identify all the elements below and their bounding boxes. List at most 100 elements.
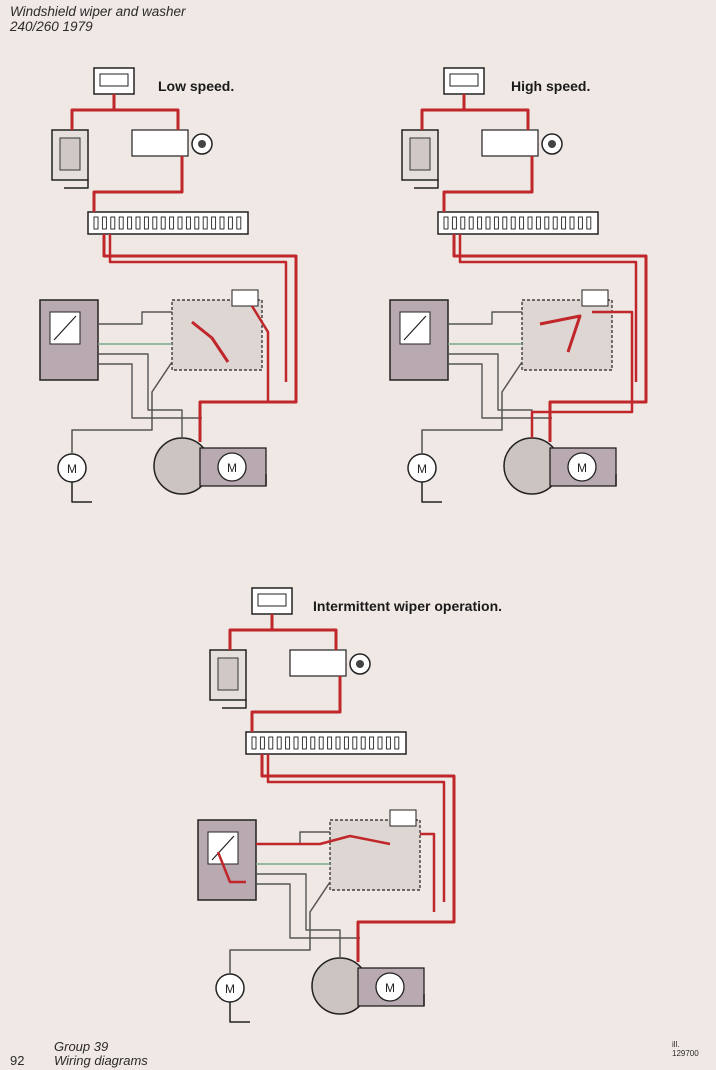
connector-pin [211,216,217,230]
wiper-switch [171,299,263,371]
relay-contact [403,315,427,341]
ill-number: 129700 [672,1049,699,1058]
wiper-motor-label: M [385,981,395,995]
wiper-motor-label: M [227,461,237,475]
wire-active [256,834,391,846]
washer-pump-hub [356,660,364,668]
ground-wire [414,180,439,189]
washer-motor-label: M [417,462,427,476]
connector-pin [127,216,133,230]
wire-active [462,94,530,130]
wire-active [191,320,230,363]
footer-section: Wiring diagrams [54,1053,148,1068]
wire-inactive [98,353,183,438]
wire-active [458,234,638,382]
connector-pin [377,736,383,750]
connector-pin [335,736,341,750]
wire-inactive [256,873,341,958]
wire-inactive [98,363,202,419]
wire-inactive [71,361,173,454]
connector-pin [561,216,567,230]
wiper-motor-label: M [577,461,587,475]
washer-switch [289,649,347,677]
connector-pin [318,736,324,750]
wire-inactive [256,883,360,939]
wire-inactive [256,831,330,845]
connector-pin [202,216,208,230]
connector-pin [577,216,583,230]
connector-pin [343,736,349,750]
ground-wire [222,700,247,709]
header-model-year: 240/260 1979 [10,19,93,34]
washer-switch [131,129,189,157]
wire-active [420,832,436,912]
connector-pin [385,736,391,750]
wire-active [530,310,634,438]
connector-pin [451,216,457,230]
fuse-box [443,67,485,95]
wire-active [216,851,246,884]
wiper-switch-knob [581,289,609,307]
wire-active [92,156,184,212]
wire-active [266,754,446,902]
washer-motor-label: M [225,982,235,996]
wire-active [442,156,534,212]
wire-active [420,94,466,130]
fuse-element [99,73,129,87]
washer-pump-hub [198,140,206,148]
page-number: 92 [10,1053,25,1068]
connector-pin [185,216,191,230]
connector-pin [194,216,200,230]
connector-pin [586,216,592,230]
wiper-motor [375,972,405,1002]
battery-cell [217,657,239,691]
connector-pin [502,216,508,230]
connector-pin [110,216,116,230]
ground-wire [71,482,92,503]
connector-pin [493,216,499,230]
fuse-element [449,73,479,87]
connector-pin [276,736,282,750]
connector-pin [293,736,299,750]
ill-label: ill. [672,1040,680,1049]
footer-group: Group 39 [54,1039,109,1054]
connector-pin [285,736,291,750]
connector-pin [327,736,333,750]
connector-pin [259,736,265,750]
connector-pin [268,736,274,750]
wire-inactive [98,311,172,325]
battery-cell [59,137,81,171]
wire-active [102,234,298,442]
illustration-id: ill. 129700 [672,1040,699,1058]
wiper-switch-knob [389,809,417,827]
wire-active [260,754,456,962]
connector-pin [118,216,124,230]
connector-pin [152,216,158,230]
ground-wire [64,180,89,189]
connector-pin [552,216,558,230]
connector-pin [169,216,175,230]
wiper-motor [217,452,247,482]
ground-wire [229,1002,250,1023]
connector-pin [394,736,400,750]
connector-pin [360,736,366,750]
ground-wire [421,482,442,503]
connector-pin [460,216,466,230]
connector-pin [219,216,225,230]
relay-contact [211,835,235,861]
wire-active [228,614,274,650]
page-header: Windshield wiper and washer 240/260 1979 [10,4,185,34]
connector-pin [519,216,525,230]
wire-active [250,305,270,402]
wire-active [452,234,648,442]
wire-inactive [229,881,331,974]
connector-pin [135,216,141,230]
wire-active [270,614,338,650]
relay-contact [53,315,77,341]
wire-active [108,234,288,382]
wiper-motor [567,452,597,482]
connector-pin [236,216,242,230]
